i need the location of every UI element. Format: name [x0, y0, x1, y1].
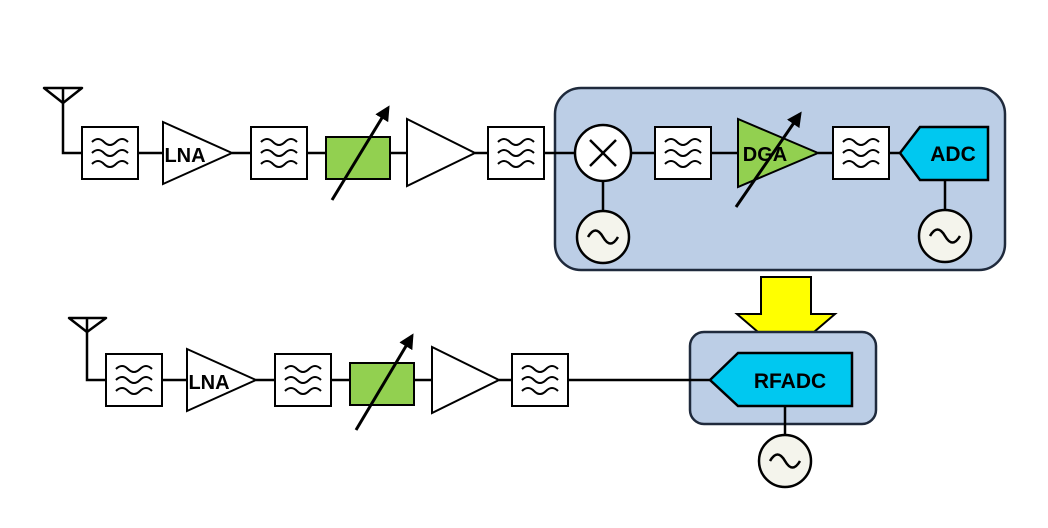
dga-amplifier: DGA — [734, 111, 821, 208]
sine-oscillator-icon — [917, 208, 973, 264]
variable-attenuator-bottom — [349, 333, 415, 431]
bandpass-filter-icon — [487, 126, 545, 180]
mixer-icon — [573, 123, 633, 183]
bandpass-filter-icon — [654, 126, 712, 180]
lna-label-top: LNA — [164, 145, 205, 167]
adc-label: ADC — [930, 143, 976, 166]
bandpass-filter-icon — [105, 353, 163, 407]
antenna-icon — [67, 316, 108, 382]
lna-amplifier-top: LNA — [162, 120, 235, 186]
lna-label-bottom: LNA — [188, 372, 229, 394]
bandpass-filter-icon — [511, 353, 569, 407]
sine-oscillator-icon — [757, 433, 813, 489]
variable-attenuator-top — [325, 105, 391, 201]
antenna-icon — [42, 86, 84, 155]
top-chain: LNA DGA — [42, 86, 1007, 272]
adc-block: ADC — [898, 125, 990, 182]
rfadc-label: RFADC — [754, 370, 826, 393]
bandpass-filter-icon — [250, 126, 308, 180]
dga-label: DGA — [743, 144, 787, 166]
bottom-chain: LNA RFADC — [67, 316, 878, 489]
lna-amplifier-bottom: LNA — [186, 347, 259, 413]
sine-oscillator-icon — [575, 209, 631, 265]
bandpass-filter-icon — [274, 353, 332, 407]
bandpass-filter-icon — [81, 126, 139, 180]
amplifier-triangle-icon — [406, 117, 478, 188]
rfadc-block: RFADC — [708, 351, 854, 408]
bandpass-filter-icon — [832, 126, 890, 180]
amplifier-triangle-icon — [431, 345, 502, 415]
